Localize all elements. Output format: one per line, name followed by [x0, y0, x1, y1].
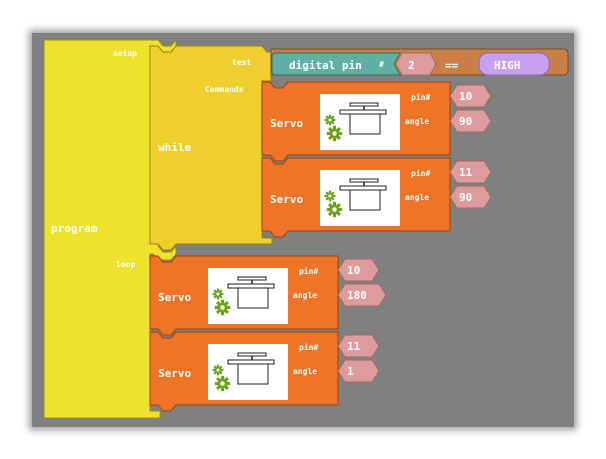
pin-value: 10	[459, 90, 472, 103]
pin-value: 11	[347, 340, 361, 353]
comparison-operator[interactable]: ==	[445, 59, 459, 72]
servo-motor-icon	[320, 170, 400, 226]
servo-motor-icon	[208, 344, 288, 400]
pin-value: 10	[347, 264, 360, 277]
pin-value-block[interactable]	[449, 84, 492, 108]
angle-value-block[interactable]	[449, 185, 492, 209]
pin-label: pin#	[411, 168, 430, 178]
pin-value-block[interactable]	[337, 258, 380, 282]
angle-value: 90	[459, 191, 472, 204]
pin-label: pin#	[299, 342, 318, 352]
angle-value-block[interactable]	[337, 283, 387, 307]
commands-label: Commands	[205, 85, 244, 94]
while-label: while	[158, 141, 191, 154]
angle-label: angle	[293, 291, 317, 300]
setup-label: setup	[113, 49, 137, 58]
angle-label: angle	[405, 117, 429, 126]
high-state-label: HIGH	[494, 59, 521, 72]
test-label: test	[232, 58, 251, 67]
pin-label: pin#	[411, 92, 430, 102]
servo-label: Servo	[270, 117, 303, 130]
servo-block[interactable]: Servo pin# angle 10 90	[261, 81, 492, 162]
program-block[interactable]: program setup loop	[43, 38, 177, 419]
digital-pin-value: 2	[408, 59, 415, 72]
angle-value: 1	[347, 365, 354, 378]
digital-pin-value-block[interactable]	[395, 52, 437, 76]
blocks-workspace[interactable]: program setup loop while test Commands d…	[32, 33, 574, 427]
digital-pin-hash-label: #	[379, 60, 384, 69]
servo-block[interactable]: Servo pin# angle 11 90	[261, 157, 492, 238]
loop-label: loop	[116, 260, 135, 269]
while-block[interactable]: while test Commands	[149, 45, 273, 251]
digital-pin-label: digital pin	[289, 59, 362, 72]
program-label: program	[51, 222, 98, 235]
angle-value: 180	[347, 289, 367, 302]
pin-value: 11	[459, 166, 473, 179]
digital-pin-block[interactable]	[271, 52, 401, 76]
servo-motor-icon	[208, 268, 288, 324]
angle-value-block[interactable]	[337, 359, 380, 383]
servo-label: Servo	[270, 193, 303, 206]
angle-label: angle	[293, 367, 317, 376]
comparison-block[interactable]: digital pin # 2 == HIGH	[270, 48, 569, 76]
angle-value-block[interactable]	[449, 109, 492, 133]
servo-label: Servo	[158, 367, 191, 380]
servo-block[interactable]: Servo pin# angle 10 180	[149, 255, 387, 336]
pin-label: pin#	[299, 266, 318, 276]
blocks-canvas: program setup loop while test Commands d…	[43, 38, 569, 419]
servo-blocks: Servopin#angle1090Servopin#angle1190Serv…	[149, 81, 492, 412]
pin-value-block[interactable]	[449, 160, 492, 184]
servo-motor-icon	[320, 94, 400, 150]
angle-label: angle	[405, 193, 429, 202]
servo-label: Servo	[158, 291, 191, 304]
angle-value: 90	[459, 115, 472, 128]
high-state-block[interactable]	[478, 52, 550, 76]
pin-value-block[interactable]	[337, 334, 380, 358]
